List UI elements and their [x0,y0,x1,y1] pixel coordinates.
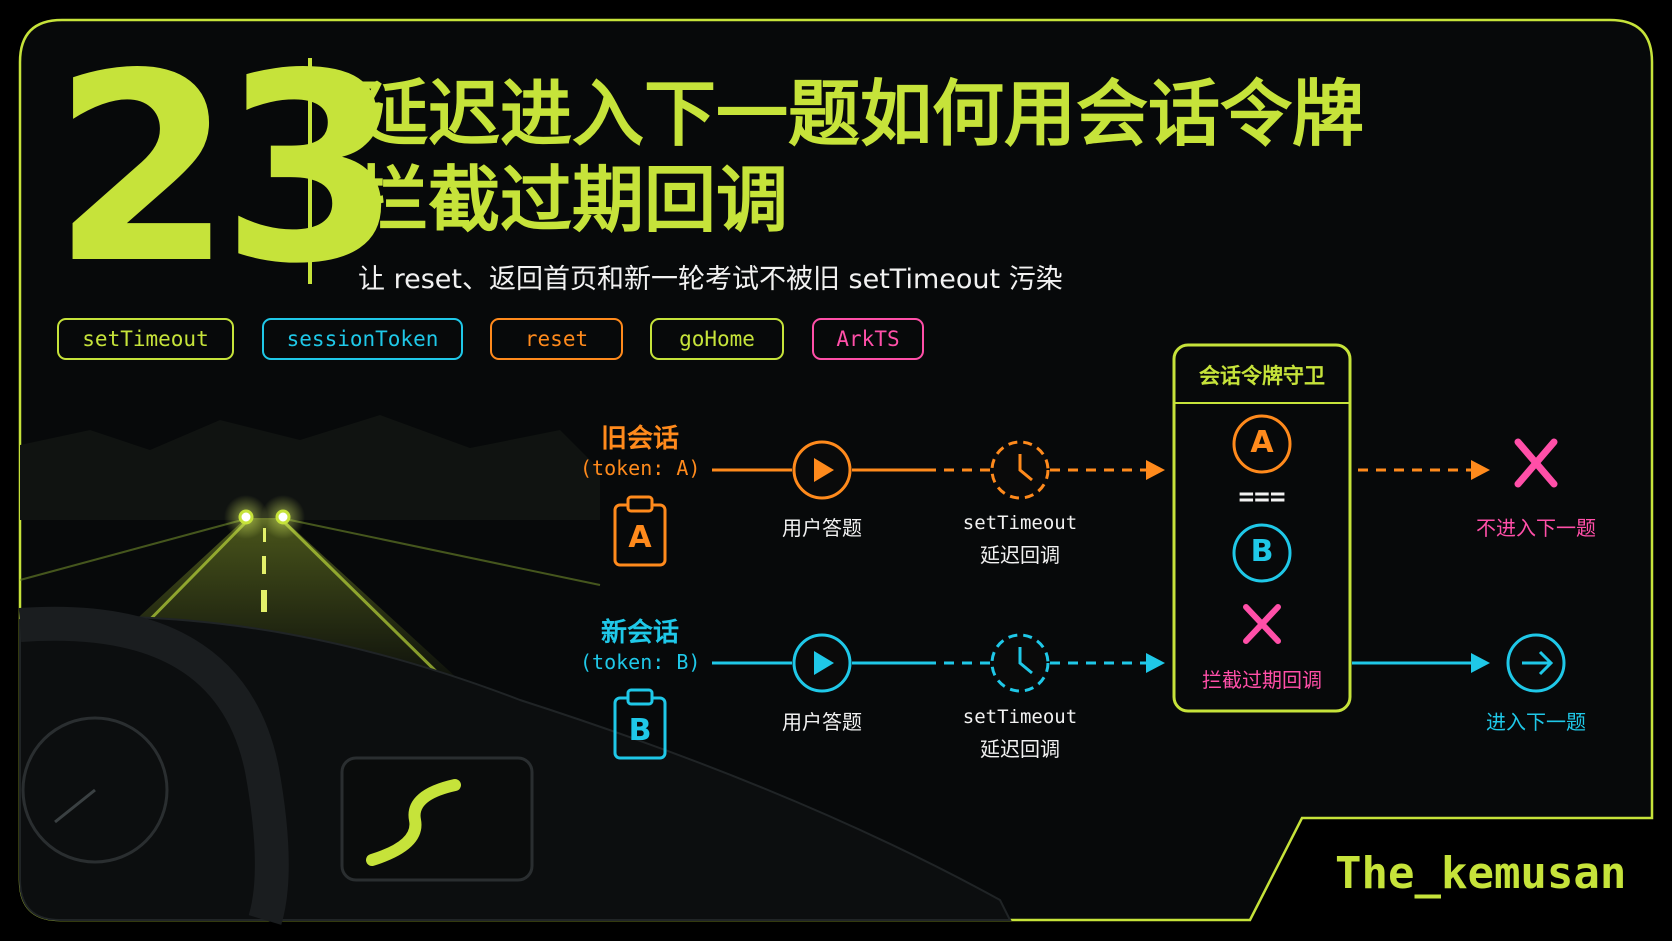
old-arrowhead-result [1471,460,1490,480]
old-session-badge: A [628,520,652,555]
close-icon [1514,438,1558,488]
episode-number: 23 [52,19,402,321]
arrow-right-circle-icon [1506,633,1566,693]
clipboard-icon [613,688,667,760]
play-icon [792,440,852,500]
guard-token-a: A [1250,425,1274,460]
tag-gohome: goHome [650,318,784,360]
timer-clock-icon [990,633,1050,693]
guard-token-b-ring [1232,523,1292,583]
guard-token-a-ring [1232,414,1292,474]
headlight-left [238,509,254,525]
guard-title: 会话令牌守卫 [1199,364,1325,388]
guard-token-b: B [1250,534,1274,569]
new-step-answer: 用户答题 [782,710,862,734]
old-step-answer: 用户答题 [782,516,862,540]
hills [20,415,600,520]
new-session-token: (token: B) [580,650,701,674]
road-side-left [19,519,243,581]
new-step-timer-sub: 延迟回调 [980,737,1060,761]
road-edge-right [280,518,457,692]
old-step-timer-sub: 延迟回调 [980,543,1060,567]
play-icon [792,633,852,693]
new-arrowhead-guard [1146,653,1165,673]
old-session-token: (token: A) [580,456,701,480]
header-divider [308,58,312,284]
close-icon [1243,604,1281,644]
guard-block-text: 拦截过期回调 [1202,668,1322,692]
clipboard-icon [613,495,667,567]
page-title-line1: 延迟进入下一题如何用会话令牌 [356,72,1365,156]
old-session-title: 旧会话 [600,424,679,454]
guard-compare: === [1238,482,1286,512]
old-step-timer: setTimeout [962,512,1078,534]
new-result-label: 进入下一题 [1486,710,1586,734]
page-title-line2: 拦截过期回调 [356,158,789,242]
gauge-needle [54,788,96,824]
old-arrowhead-guard [1146,460,1165,480]
brand-signature: The_kemusan [1335,848,1627,899]
page-subtitle: 让 reset、返回首页和新一轮考试不被旧 setTimeout 污染 [358,264,1063,295]
new-session-title: 新会话 [600,618,679,648]
tag-reset: reset [490,318,623,360]
new-arrowhead-result [1471,653,1490,673]
road-side-right [289,519,601,586]
nav-screen-road [366,779,461,866]
new-session-badge: B [628,713,652,748]
headlight-right [275,509,291,525]
timer-clock-icon [990,440,1050,500]
tag-settimeout: setTimeout [57,318,234,360]
steering-wheel [18,606,289,925]
old-result-label: 不进入下一题 [1476,516,1596,540]
new-step-timer: setTimeout [962,706,1078,728]
guard-box [1172,343,1352,713]
tag-sessiontoken: sessionToken [262,318,463,360]
speed-gauge [21,716,169,864]
tag-arkts: ArkTS [812,318,924,360]
